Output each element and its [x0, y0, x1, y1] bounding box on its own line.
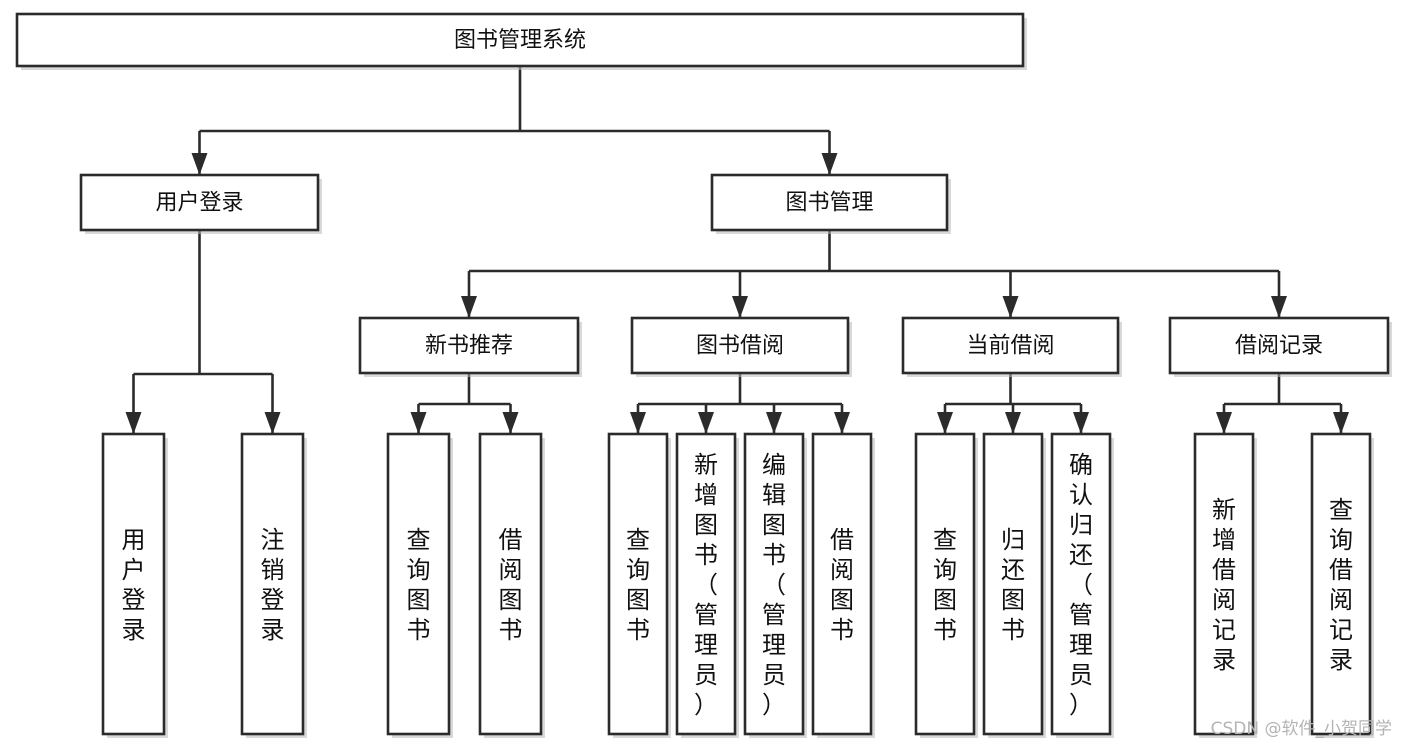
csdn-watermark: CSDN @软件_小贺同学	[1211, 719, 1392, 739]
node-label: 图书管理	[785, 191, 873, 216]
node-cb-query-book[interactable]: 查询图书	[914, 432, 978, 738]
node-rect[interactable]	[607, 432, 669, 736]
connector-arrowhead	[1271, 296, 1287, 318]
node-label: 图书管理系统	[454, 28, 586, 53]
nodes-layer: 图书管理系统用户登录用户登录注销登录图书管理新书推荐查询图书借阅图书图书借阅查询…	[15, 12, 1392, 738]
node-rect[interactable]	[743, 432, 805, 736]
node-nbr-query-book[interactable]: 查询图书	[386, 432, 453, 738]
node-rect[interactable]	[901, 316, 1120, 375]
connector-arrowhead	[1333, 412, 1349, 434]
connector-arrowhead	[461, 296, 477, 318]
node-br-query-record[interactable]: 查询借阅记录	[1310, 432, 1374, 738]
connector-arrowhead	[834, 412, 850, 434]
node-rect[interactable]	[811, 432, 873, 736]
node-label: 当前借阅	[966, 334, 1054, 359]
node-label: 借阅图书	[499, 526, 523, 644]
node-label: 新增借阅记录	[1212, 496, 1236, 674]
node-label: 图书借阅	[696, 334, 784, 359]
connector-arrowhead	[766, 412, 782, 434]
connector-arrowhead	[1002, 296, 1019, 318]
node-label: 编辑图书（管理员）	[762, 451, 786, 719]
node-rect[interactable]	[1310, 432, 1372, 736]
node-label: 归还图书	[1001, 526, 1025, 644]
node-cb-return-book[interactable]: 归还图书	[982, 432, 1046, 738]
node-user-login-leaf[interactable]: 用户登录	[101, 432, 168, 738]
connectors-layer	[125, 66, 1349, 434]
node-book-borrowing[interactable]: 图书借阅	[630, 316, 852, 377]
connector-arrowhead	[1005, 412, 1021, 434]
node-label: 用户登录	[122, 526, 146, 644]
connector-arrowhead	[821, 153, 838, 175]
connector-arrowhead	[630, 412, 646, 434]
node-bb-edit-book[interactable]: 编辑图书（管理员）	[743, 432, 807, 738]
node-label: 查询图书	[933, 526, 957, 644]
node-rect[interactable]	[982, 432, 1044, 736]
node-rect[interactable]	[1193, 432, 1255, 736]
node-label: 借阅图书	[830, 526, 854, 644]
connector-arrowhead	[1073, 412, 1089, 434]
node-label: 注销登录	[261, 526, 285, 644]
connector-arrowhead	[732, 296, 748, 318]
connector-arrowhead	[698, 412, 714, 434]
node-label: 用户登录	[155, 191, 243, 216]
node-label: 查询图书	[626, 526, 650, 644]
node-user-logout-leaf[interactable]: 注销登录	[240, 432, 307, 738]
node-rect[interactable]	[478, 432, 543, 736]
node-rect[interactable]	[914, 432, 976, 736]
node-root[interactable]: 图书管理系统	[15, 12, 1027, 70]
node-user-login[interactable]: 用户登录	[79, 173, 322, 234]
node-rect[interactable]	[15, 12, 1025, 68]
node-bb-borrow-book[interactable]: 借阅图书	[811, 432, 875, 738]
connector-arrowhead	[125, 412, 142, 434]
node-bb-query-book[interactable]: 查询图书	[607, 432, 671, 738]
node-label: 确认归还（管理员）	[1069, 451, 1093, 719]
node-rect[interactable]	[1168, 316, 1390, 375]
node-rect[interactable]	[101, 432, 166, 736]
node-label: 查询图书	[407, 526, 431, 644]
connector-arrowhead	[937, 412, 953, 434]
node-label: 查询借阅记录	[1329, 496, 1353, 674]
node-rect[interactable]	[386, 432, 451, 736]
node-rect[interactable]	[1050, 432, 1112, 736]
node-current-borrowing[interactable]: 当前借阅	[901, 316, 1122, 377]
node-rect[interactable]	[79, 173, 320, 232]
node-label: 借阅记录	[1235, 334, 1323, 359]
node-borrow-records[interactable]: 借阅记录	[1168, 316, 1392, 377]
node-rect[interactable]	[240, 432, 305, 736]
connector-arrowhead	[264, 412, 281, 434]
node-new-book-recommend[interactable]: 新书推荐	[358, 316, 582, 377]
node-rect[interactable]	[358, 316, 580, 375]
connector-arrowhead	[410, 412, 427, 434]
node-rect[interactable]	[675, 432, 737, 736]
node-nbr-borrow-book[interactable]: 借阅图书	[478, 432, 545, 738]
node-label: 新书推荐	[425, 334, 513, 359]
connector-arrowhead	[191, 153, 208, 175]
node-cb-confirm-return[interactable]: 确认归还（管理员）	[1050, 432, 1114, 738]
node-book-management[interactable]: 图书管理	[710, 173, 951, 234]
node-bb-add-book[interactable]: 新增图书（管理员）	[675, 432, 739, 738]
node-rect[interactable]	[710, 173, 949, 232]
connector-arrowhead	[502, 412, 519, 434]
node-rect[interactable]	[630, 316, 850, 375]
node-br-add-record[interactable]: 新增借阅记录	[1193, 432, 1257, 738]
node-label: 新增图书（管理员）	[694, 451, 718, 719]
connector-arrowhead	[1216, 412, 1232, 434]
